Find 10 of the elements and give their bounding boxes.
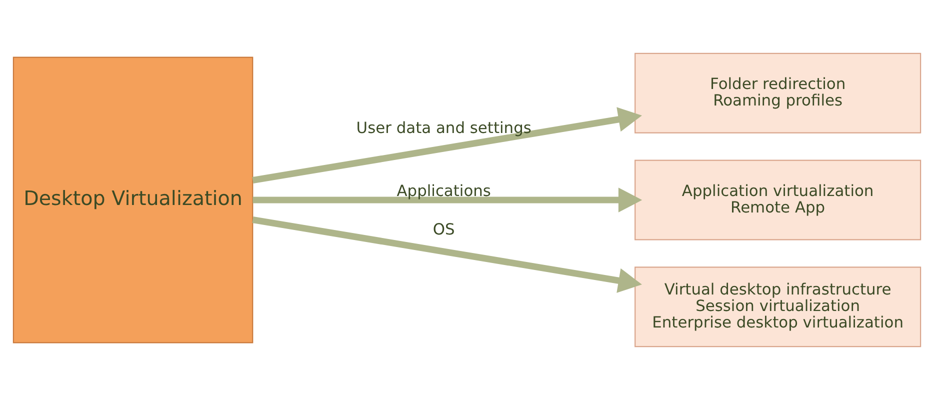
edge-label: User data and settings <box>356 118 532 137</box>
node-box: Folder redirection Roaming profiles <box>634 52 922 134</box>
arrow <box>252 188 642 212</box>
arrow <box>252 107 642 184</box>
arrow <box>252 216 642 293</box>
edge-label: Applications <box>396 182 491 200</box>
edge-label: OS <box>432 220 455 238</box>
node-box: Application virtualization Remote App <box>634 160 922 240</box>
node-box: Desktop Virtualization <box>12 56 254 344</box>
node-box: Virtual desktop infrastructure Session virtualization Enterprise desktop virtualization <box>634 266 922 348</box>
